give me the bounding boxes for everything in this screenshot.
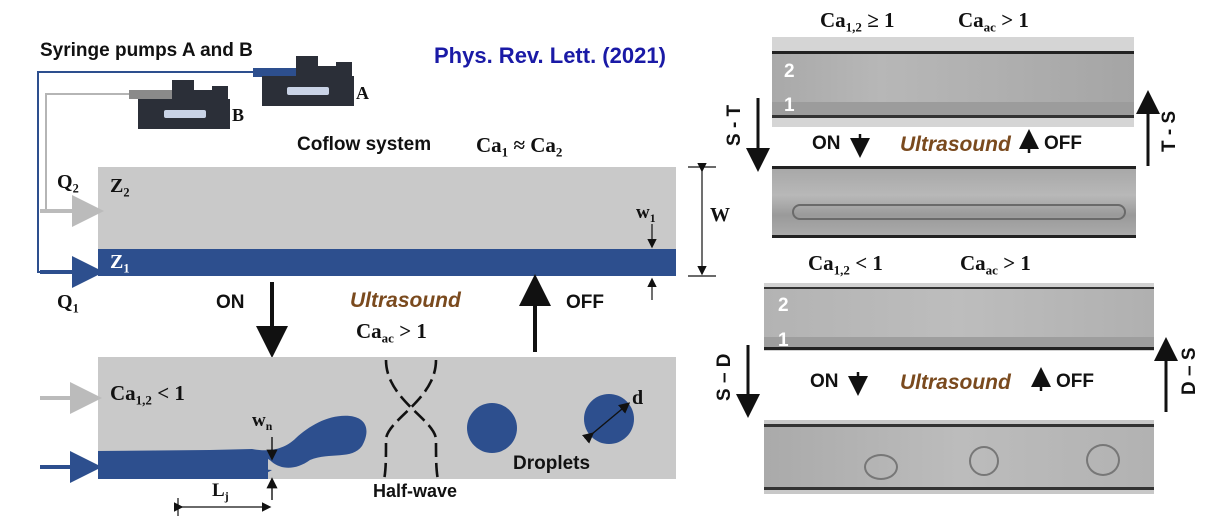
d-label: d	[632, 387, 644, 409]
bot-caac-label: Caac > 1	[960, 251, 1031, 278]
syringe-pump-b	[129, 80, 230, 129]
pump-a-label: A	[356, 83, 369, 103]
lj-label: Lj	[212, 480, 229, 504]
width-dimension	[647, 162, 716, 300]
syringe-pump-a	[253, 56, 354, 106]
micrograph-bottom-on	[764, 420, 1154, 494]
sd-label: S – D	[714, 353, 735, 401]
top-on-label: ON	[812, 133, 841, 154]
micrograph-top-on	[772, 166, 1136, 238]
top-ultrasound-label: Ultrasound	[900, 133, 1011, 156]
q2-label: Q2	[57, 171, 79, 196]
top-off-label: OFF	[1044, 133, 1082, 154]
st-label: S - T	[724, 104, 745, 146]
off-label: OFF	[566, 292, 604, 313]
top-caac-label: Caac > 1	[958, 8, 1029, 35]
ultrasound-label: Ultrasound	[350, 289, 461, 312]
z1-label: Z1	[110, 251, 130, 276]
bottom-on-label: ON	[810, 371, 839, 392]
top-layer-1: 1	[784, 95, 795, 116]
width-label: W	[710, 204, 730, 226]
micrograph-top-off	[772, 37, 1134, 127]
citation: Phys. Rev. Lett. (2021)	[434, 43, 666, 68]
bottom-off-label: OFF	[1056, 371, 1094, 392]
ca-ac-label: Caac > 1	[356, 319, 427, 346]
bottom-layer-1: 1	[778, 330, 789, 351]
pump-b-label: B	[232, 105, 245, 125]
ts-label: T - S	[1159, 110, 1180, 152]
breakup-channel	[40, 357, 676, 516]
top-ca12-label: Ca1,2 ≥ 1	[820, 8, 895, 35]
ca-equal-label: Ca1 ≈ Ca2	[476, 133, 563, 160]
ds-label: D – S	[1179, 347, 1200, 395]
w1-label: w1	[636, 202, 656, 226]
half-wave-label: Half-wave	[373, 481, 458, 501]
ca-lower-label: Ca1,2 < 1	[110, 381, 185, 408]
pumps-label: Syringe pumps A and B	[40, 40, 253, 61]
on-label: ON	[216, 292, 245, 313]
coflow-channel	[40, 167, 676, 288]
z2-label: Z2	[110, 175, 130, 200]
droplets-label: Droplets	[513, 453, 591, 474]
bottom-layer-2: 2	[778, 295, 789, 316]
bottom-ultrasound-label: Ultrasound	[900, 371, 1011, 394]
wn-label: wn	[252, 410, 273, 434]
bot-ca12-label: Ca1,2 < 1	[808, 251, 883, 278]
q1-label: Q1	[57, 291, 79, 316]
coflow-label: Coflow system	[297, 134, 432, 155]
micrograph-bottom-off	[764, 283, 1154, 351]
top-layer-2: 2	[784, 61, 795, 82]
